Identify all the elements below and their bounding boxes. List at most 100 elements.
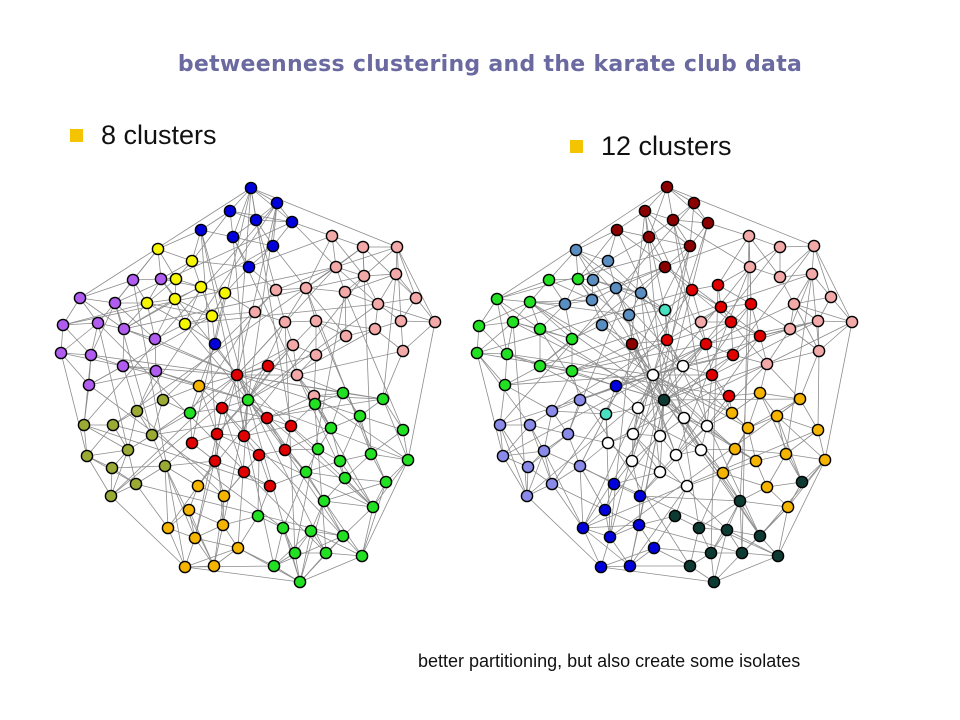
network-node xyxy=(185,436,199,450)
network-edge xyxy=(615,385,665,401)
network-edge xyxy=(577,229,618,280)
network-node xyxy=(683,239,697,253)
network-edge xyxy=(382,350,404,400)
network-edge xyxy=(236,374,361,417)
network-edge xyxy=(335,246,398,268)
network-edge xyxy=(604,303,752,511)
network-edge xyxy=(799,350,820,400)
network-node xyxy=(237,465,251,479)
network-node xyxy=(724,315,738,329)
network-node xyxy=(685,283,699,297)
network-edge xyxy=(499,424,529,468)
network-edge xyxy=(112,424,153,436)
network-node xyxy=(571,272,585,286)
network-node xyxy=(735,546,749,560)
slide-title: betweenness clustering and the karate cl… xyxy=(177,52,803,77)
network-node xyxy=(725,406,739,420)
network-node xyxy=(267,559,281,573)
network-edge xyxy=(164,465,199,487)
network-node xyxy=(389,267,403,281)
network-edge xyxy=(813,245,853,323)
network-node xyxy=(91,316,105,330)
network-edge xyxy=(648,236,691,247)
network-node xyxy=(145,428,159,442)
network-edge xyxy=(730,321,768,365)
network-edge xyxy=(571,343,633,372)
network-node xyxy=(657,393,671,407)
network-edge xyxy=(255,219,277,291)
network-node xyxy=(276,521,290,535)
network-node xyxy=(753,386,767,400)
network-node xyxy=(116,359,130,373)
network-edge xyxy=(663,343,707,401)
network-node xyxy=(194,223,208,237)
network-node xyxy=(733,494,747,508)
network-edge xyxy=(213,524,224,567)
network-node xyxy=(496,449,510,463)
caption-note: better partitioning, but also create som… xyxy=(418,651,801,671)
network-node xyxy=(642,230,656,244)
network-node xyxy=(242,260,256,274)
network-node xyxy=(753,529,767,543)
network-node xyxy=(237,429,251,443)
network-edge xyxy=(793,303,820,352)
network-edge xyxy=(776,415,819,431)
network-edge xyxy=(90,354,238,376)
network-node xyxy=(154,272,168,286)
network-node xyxy=(633,489,647,503)
network-edge xyxy=(184,286,202,325)
network-node xyxy=(704,546,718,560)
network-edge xyxy=(663,354,734,401)
network-edge xyxy=(717,284,752,305)
network-edge xyxy=(504,365,541,386)
network-edge xyxy=(284,287,307,323)
network-edge xyxy=(200,229,275,567)
network-edge xyxy=(247,202,278,401)
network-node xyxy=(631,401,645,415)
network-edge xyxy=(526,450,545,497)
network-node xyxy=(692,521,706,535)
network-node xyxy=(610,223,624,237)
network-edge xyxy=(167,485,199,529)
network-edge xyxy=(247,399,307,473)
network-node xyxy=(333,454,347,468)
network-edge xyxy=(609,398,801,538)
network-node xyxy=(121,443,135,457)
network-edge xyxy=(652,343,707,376)
network-edge xyxy=(216,344,294,435)
network-edge xyxy=(652,374,724,474)
network-node xyxy=(646,368,660,382)
network-edge xyxy=(663,374,713,401)
network-node xyxy=(793,392,807,406)
network-node xyxy=(722,389,736,403)
network-node xyxy=(356,240,370,254)
network-node xyxy=(284,419,298,433)
network-edge xyxy=(86,424,114,457)
network-edge xyxy=(146,302,186,325)
network-node xyxy=(845,315,859,329)
network-node xyxy=(309,314,323,328)
network-node xyxy=(716,466,730,480)
network-node xyxy=(638,204,652,218)
network-edge xyxy=(110,374,238,497)
network-node xyxy=(744,297,758,311)
network-node xyxy=(409,291,423,305)
network-node xyxy=(622,308,636,322)
network-edge xyxy=(526,495,602,568)
network-edge xyxy=(167,527,186,568)
network-edge xyxy=(529,301,665,401)
network-edge xyxy=(607,260,642,294)
network-node xyxy=(625,454,639,468)
network-edge xyxy=(402,321,436,352)
network-node xyxy=(261,359,275,373)
network-node xyxy=(140,296,154,310)
network-node xyxy=(658,260,672,274)
network-edge xyxy=(323,500,344,537)
network-node xyxy=(252,448,266,462)
network-node xyxy=(336,529,350,543)
network-node xyxy=(364,447,378,461)
network-edge xyxy=(164,465,196,539)
network-edge xyxy=(811,273,820,352)
network-edge xyxy=(314,403,374,508)
network-edge xyxy=(216,433,374,508)
